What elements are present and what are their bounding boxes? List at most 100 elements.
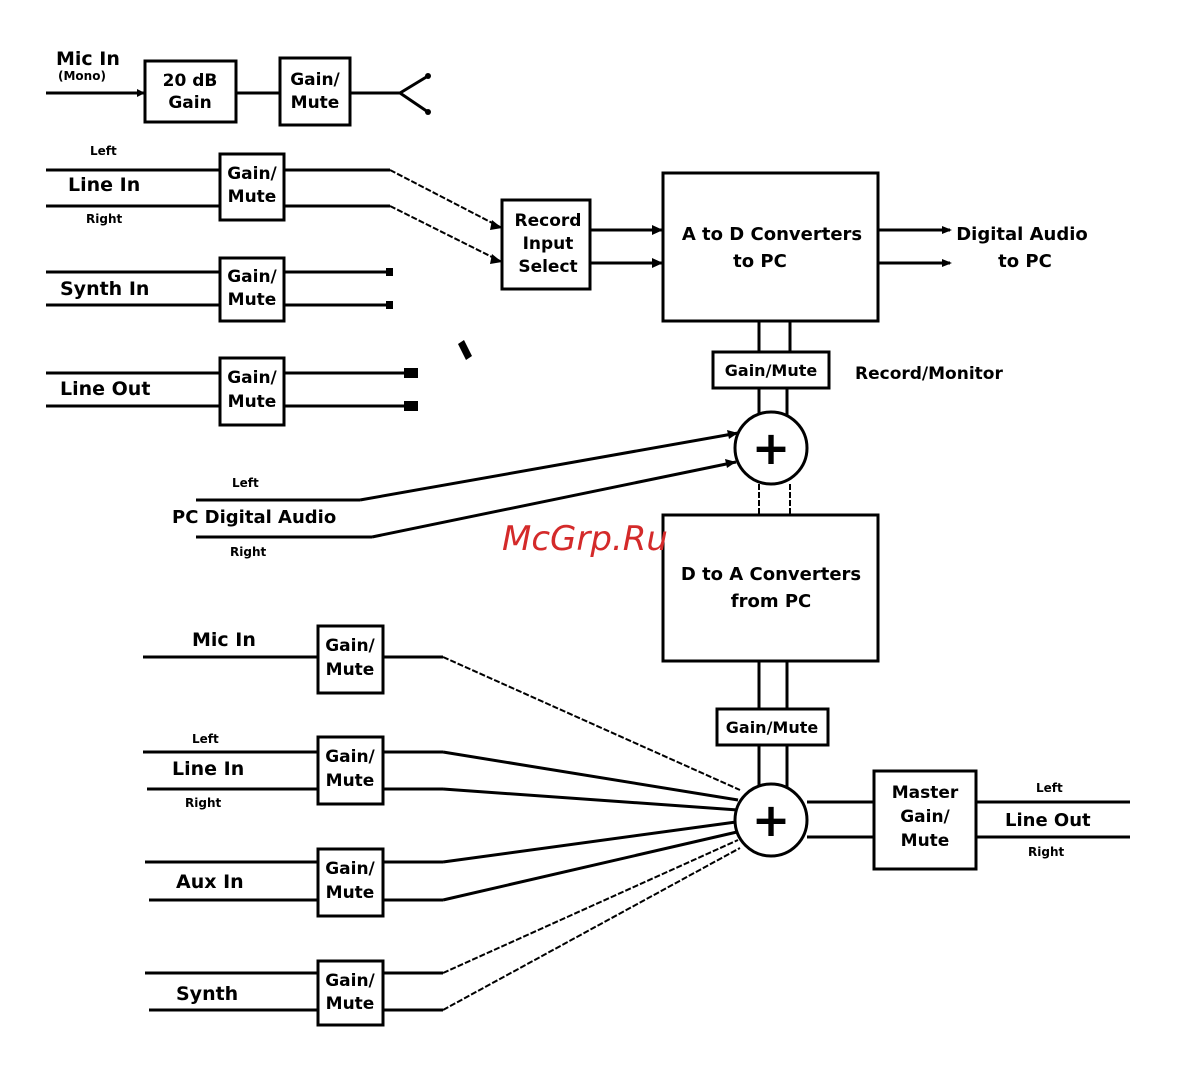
connector-dot [404, 368, 418, 378]
wire-to-mixer [442, 839, 739, 974]
gain-mute-5-line1: Gain/ [325, 636, 375, 656]
mic-in-bottom-label: Mic In [192, 629, 256, 651]
mixer-bottom-symbol: + [752, 793, 791, 847]
mic-in-top-label: Mic In [56, 48, 120, 70]
gain-mute-3-line1: Gain/ [227, 267, 277, 287]
line-in-bottom-right: Right [185, 796, 221, 810]
ad-converters-block: A to D Converters to PC [661, 171, 880, 323]
wire-split-up [399, 74, 429, 95]
wire-to-mixer [442, 820, 737, 864]
line-in-bottom-left: Left [192, 732, 219, 746]
wire-to-mixer [359, 431, 739, 502]
line-in-top-label: Line In [68, 174, 140, 196]
gain-mute-6-line2: Mute [326, 771, 375, 791]
wire-to-mixer [442, 656, 741, 791]
gain-20db-line2: Gain [168, 93, 211, 113]
line-in-bottom-label: Line In [172, 758, 244, 780]
synth-in-top-group: Synth In [46, 270, 220, 307]
gain-mute-7-block: Gain/ Mute [316, 847, 385, 918]
record-select-line3: Select [518, 257, 577, 277]
line-out-top-group: Line Out [46, 371, 220, 408]
line-out-bottom-left: Left [1036, 781, 1063, 795]
master-gain-block: Master Gain/ Mute [872, 769, 978, 871]
pc-digital-audio-right: Right [230, 545, 266, 559]
synth-bottom-group: Synth [145, 971, 318, 1012]
record-monitor-label: Record/Monitor [855, 364, 1003, 384]
wire-to-record-select [389, 205, 503, 263]
arrowhead [652, 225, 663, 235]
aux-in-group: Aux In [145, 860, 318, 902]
arrowhead [727, 430, 738, 439]
gain-mute-4-block: Gain/ Mute [218, 356, 286, 427]
gain-mute-1-block: Gain/ Mute [278, 56, 352, 127]
mixer-top-symbol: + [752, 421, 791, 475]
mixer-top: + [733, 410, 809, 486]
arrowhead [425, 73, 431, 79]
aux-in-label: Aux In [176, 871, 244, 893]
gain-20db-block: 20 dB Gain [143, 59, 238, 124]
record-select-line1: Record [515, 211, 582, 231]
synth-in-top-label: Synth In [60, 278, 149, 300]
ad-converters-line2: to PC [733, 251, 787, 272]
wire-to-record-select [389, 169, 503, 229]
ad-converters-line1: A to D Converters [682, 224, 862, 245]
wire-to-mixer [442, 847, 741, 1011]
gain-mute-play-block: Gain/Mute [715, 707, 830, 747]
connector-dot [386, 301, 393, 309]
gain-mute-rec-block: Gain/Mute [711, 350, 831, 390]
gain-mute-rec-label: Gain/Mute [725, 361, 818, 380]
cursor-mark [458, 340, 472, 360]
record-select-line2: Input [523, 234, 574, 254]
mic-in-top-group: Mic In (Mono) [46, 48, 145, 97]
gain-mute-6-block: Gain/ Mute [316, 735, 385, 806]
synth-bottom-label: Synth [176, 983, 238, 1005]
master-gain-line1: Master [892, 783, 959, 803]
arrowhead [652, 258, 663, 268]
wire-to-mixer [442, 830, 738, 902]
gain-mute-2-block: Gain/ Mute [218, 152, 286, 222]
connector-dot [386, 268, 393, 276]
gain-mute-3-block: Gain/ Mute [218, 256, 286, 323]
arrowhead [490, 220, 502, 230]
line-in-top-left: Left [90, 144, 117, 158]
gain-mute-8-line2: Mute [326, 994, 375, 1014]
pc-digital-audio-group: Left PC Digital Audio Right [172, 430, 739, 559]
gain-mute-2-line1: Gain/ [227, 164, 277, 184]
gain-mute-7-line1: Gain/ [325, 859, 375, 879]
line-out-bottom-label: Line Out [1005, 810, 1091, 831]
gain-mute-6-line1: Gain/ [325, 747, 375, 767]
watermark: McGrp.Ru [502, 519, 668, 559]
line-in-bottom-group: Left Line In Right [143, 732, 318, 810]
wire-split-down [399, 91, 429, 114]
da-converters-line1: D to A Converters [681, 564, 861, 585]
arrowhead [490, 254, 502, 264]
pc-digital-audio-label: PC Digital Audio [172, 507, 336, 528]
gain-mute-8-block: Gain/ Mute [316, 959, 385, 1027]
gain-mute-1-line1: Gain/ [290, 70, 340, 90]
line-in-top-group: Left Line In Right [46, 144, 220, 226]
digital-audio-out-line1: Digital Audio [956, 224, 1088, 245]
gain-mute-1-line2: Mute [291, 93, 340, 113]
gain-mute-2-line2: Mute [228, 187, 277, 207]
arrowhead [425, 109, 431, 115]
arrowhead [137, 89, 145, 97]
pc-digital-audio-left: Left [232, 476, 259, 490]
gain-mute-5-block: Gain/ Mute [316, 624, 385, 695]
gain-mute-5-line2: Mute [326, 660, 375, 680]
digital-audio-out-line2: to PC [998, 251, 1052, 272]
da-converters-line2: from PC [731, 591, 812, 612]
da-converters-block: D to A Converters from PC [661, 513, 880, 663]
gain-mute-4-line2: Mute [228, 392, 277, 412]
line-out-bottom-group: Left Line Out Right [976, 781, 1130, 859]
connector-dot [404, 401, 418, 411]
gain-mute-4-line1: Gain/ [227, 368, 277, 388]
mic-in-top-sublabel: (Mono) [58, 69, 106, 83]
arrowhead [942, 259, 952, 267]
master-gain-line3: Mute [901, 831, 950, 851]
record-select-block: Record Input Select [500, 198, 592, 291]
arrowhead [725, 459, 736, 468]
gain-mute-7-line2: Mute [326, 883, 375, 903]
line-out-bottom-right: Right [1028, 845, 1064, 859]
